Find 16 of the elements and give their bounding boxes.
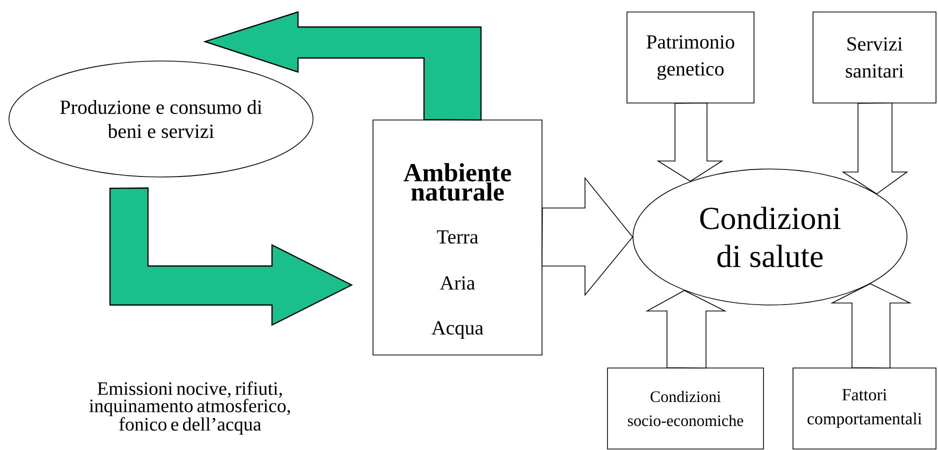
box-heading: Ambiente naturale xyxy=(404,163,511,201)
list-item: Acqua xyxy=(432,321,484,339)
callout-box: Fattori comportamentali xyxy=(792,368,936,450)
block-arrow xyxy=(203,11,482,121)
callout-box: Condizioni socio-economiche xyxy=(607,368,764,450)
block-arrow xyxy=(656,102,724,182)
callout-box: Patrimonio genetico xyxy=(626,12,754,104)
callout-box: Servizi sanitari xyxy=(812,12,936,104)
list-item: Terra xyxy=(436,230,478,244)
block-arrow xyxy=(645,290,727,368)
block-arrow xyxy=(842,102,908,194)
block-arrow xyxy=(830,283,912,368)
block-arrow xyxy=(109,187,353,326)
note-text: Emissioni nocive, rifiuti, inquinamento atmosferico, fonico e dell’acqua xyxy=(89,381,290,435)
list-item: Aria xyxy=(440,276,475,290)
block-arrow xyxy=(542,176,634,296)
